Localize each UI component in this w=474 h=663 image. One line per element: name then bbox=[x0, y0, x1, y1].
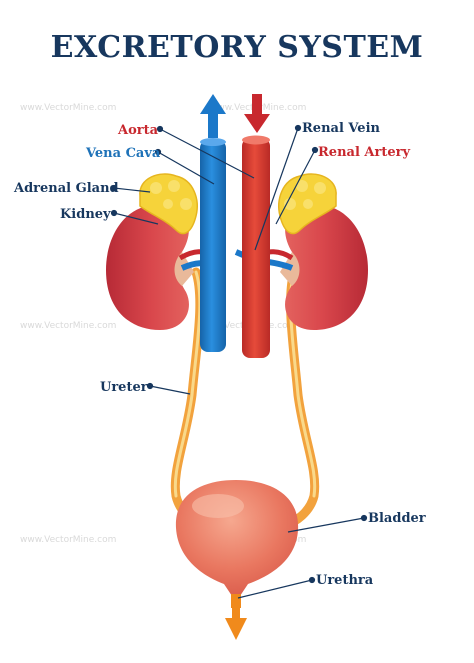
vena-cava bbox=[200, 138, 226, 352]
label-ureter: Ureter bbox=[100, 380, 148, 395]
vein-up-arrow bbox=[200, 94, 226, 138]
renal-vessels bbox=[178, 249, 294, 271]
urine-out-arrow bbox=[225, 606, 247, 640]
left-adrenal-gland bbox=[139, 173, 198, 235]
label-renal-artery: Renal Artery bbox=[318, 145, 410, 160]
bladder bbox=[175, 480, 299, 596]
label-kidney: Kidney bbox=[60, 207, 111, 222]
artery-down-arrow bbox=[244, 94, 270, 133]
urethra bbox=[231, 594, 241, 608]
label-adrenal-gland: Adrenal Gland bbox=[13, 181, 119, 196]
watermark-text: www.VectorMine.com bbox=[20, 103, 116, 113]
page-title: EXCRETORY SYSTEM bbox=[50, 30, 424, 65]
label-urethra: Urethra bbox=[316, 573, 374, 588]
leader-lines bbox=[110, 124, 368, 599]
label-bladder: Bladder bbox=[368, 511, 426, 526]
label-aorta: Aorta bbox=[117, 123, 159, 138]
watermark-text: www.VectorMine.com bbox=[20, 321, 116, 331]
watermark-text: www.VectorMine.com bbox=[20, 535, 116, 545]
right-adrenal-gland bbox=[278, 173, 337, 235]
label-renal-vein: Renal Vein bbox=[302, 121, 381, 136]
label-vena-cava: Vena Cava bbox=[85, 146, 161, 161]
